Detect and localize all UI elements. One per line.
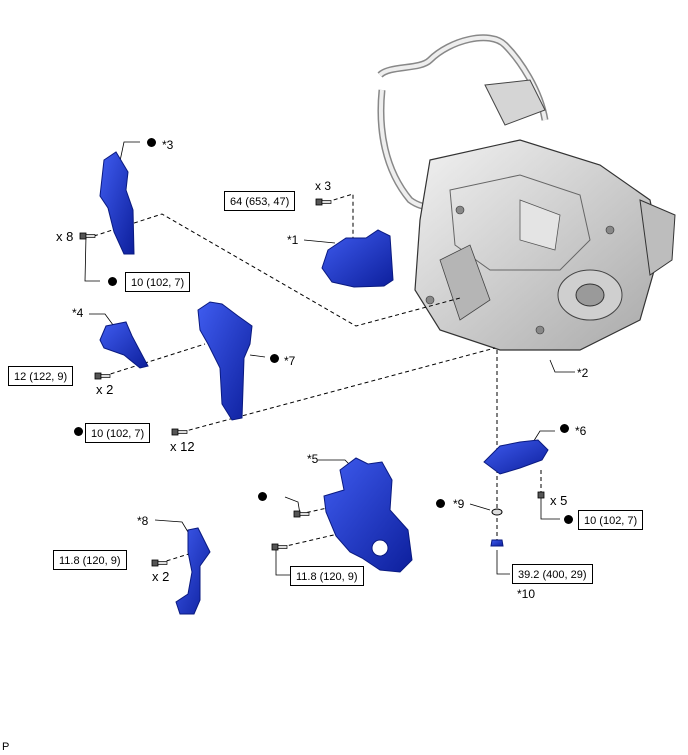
bolt-icon (94, 372, 111, 380)
bolt-icon (271, 543, 288, 551)
part-5-hole (371, 539, 389, 557)
part-label-6: *6 (575, 424, 587, 438)
footer-code: P (2, 741, 10, 753)
non-reusable-part-dot-icon (560, 424, 569, 433)
non-reusable-part-dot-icon (564, 515, 573, 524)
part-label-9: *9 (453, 497, 465, 511)
quantity-x2-part-8: x 2 (152, 569, 170, 584)
part-label-8: *8 (137, 514, 149, 528)
part-7-bracket (197, 301, 253, 421)
part-label-7: *7 (284, 354, 296, 368)
part-label-10: *10 (517, 587, 536, 601)
torque-box-part-3: 10 (102, 7) (125, 272, 191, 292)
part-10-plug (490, 539, 504, 547)
quantity-x5: x 5 (550, 493, 568, 508)
non-reusable-part-dot-icon (74, 427, 83, 436)
torque-box-part-4: 12 (122, 9) (8, 366, 74, 386)
part-1-bracket (321, 229, 394, 288)
bolt-icon (293, 510, 310, 518)
bolt-icon (79, 232, 96, 240)
torque-box-part-8: 11.8 (120, 9) (53, 550, 127, 570)
part-label-5: *5 (307, 452, 319, 466)
torque-box-part-7: 10 (102, 7) (85, 423, 151, 443)
part-5-bracket (323, 457, 413, 573)
quantity-x8: x 8 (56, 229, 74, 244)
part-3-bracket (99, 151, 135, 255)
bolt-icon (171, 428, 188, 436)
torque-box-part-10: 39.2 (400, 29) (512, 564, 593, 584)
non-reusable-part-dot-icon (270, 354, 279, 363)
part-label-3: *3 (162, 138, 174, 152)
part-label-4: *4 (72, 306, 84, 320)
quantity-x12: x 12 (170, 439, 195, 454)
torque-box-part-6: 10 (102, 7) (578, 510, 644, 530)
torque-box-part-1: 64 (653, 47) (224, 191, 296, 211)
quantity-x2-part-4: x 2 (96, 382, 114, 397)
non-reusable-part-dot-icon (147, 138, 156, 147)
part-label-1: *1 (287, 233, 299, 247)
bolt-icon (315, 198, 332, 206)
bolt-icon (537, 491, 545, 499)
transmission-assembly (377, 34, 676, 351)
non-reusable-part-dot-icon (436, 499, 445, 508)
bolt-icon (151, 559, 168, 567)
part-4-bracket (99, 321, 149, 369)
non-reusable-part-dot-icon (108, 277, 117, 286)
part-label-2: *2 (577, 366, 589, 380)
part-9-washer (491, 508, 503, 516)
part-6-plate (483, 439, 549, 475)
torque-box-part-5: 11.8 (120, 9) (290, 566, 364, 586)
non-reusable-part-dot-icon (258, 492, 267, 501)
part-8-bracket (175, 527, 211, 615)
quantity-x3: x 3 (315, 179, 332, 193)
